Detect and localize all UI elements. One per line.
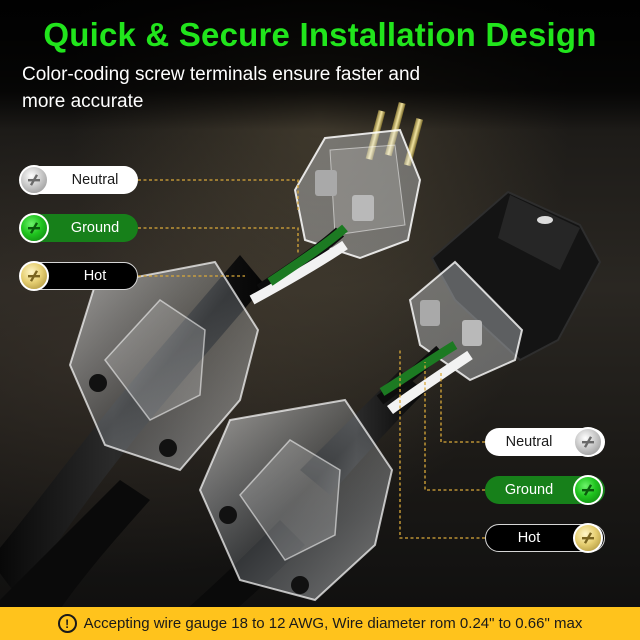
top-plug-head xyxy=(293,128,422,260)
right-hot-text: Hot xyxy=(517,530,541,546)
right-leader-lines xyxy=(399,350,485,539)
left-neutral-text: Neutral xyxy=(71,172,119,188)
footer-banner: ! Accepting wire gauge 18 to 12 AWG, Wir… xyxy=(0,607,640,640)
info-icon: ! xyxy=(57,614,77,633)
left-ground-text: Ground xyxy=(70,220,120,236)
top-plug-wires xyxy=(249,224,348,305)
footer-text: Accepting wire gauge 18 to 12 AWG, Wire … xyxy=(83,615,583,632)
right-neutral-text: Neutral xyxy=(505,434,553,450)
lower-clear-housing xyxy=(198,398,394,602)
green-screw-icon xyxy=(573,475,603,505)
subheading: Color-coding screw terminals ensure fast… xyxy=(22,64,421,112)
silver-screw-icon xyxy=(19,165,49,195)
headline: Quick & Secure Installation Design xyxy=(43,16,597,53)
left-leader-lines xyxy=(138,179,299,277)
left-clear-housing xyxy=(68,260,260,472)
right-ground-text: Ground xyxy=(504,482,554,498)
header-shade xyxy=(0,0,640,130)
brass-screw-icon xyxy=(573,523,603,553)
brass-screw-icon xyxy=(19,261,49,291)
left-hot-text: Hot xyxy=(83,268,107,284)
silver-screw-icon xyxy=(573,427,603,457)
green-screw-icon xyxy=(19,213,49,243)
right-plug-wires xyxy=(376,341,473,415)
